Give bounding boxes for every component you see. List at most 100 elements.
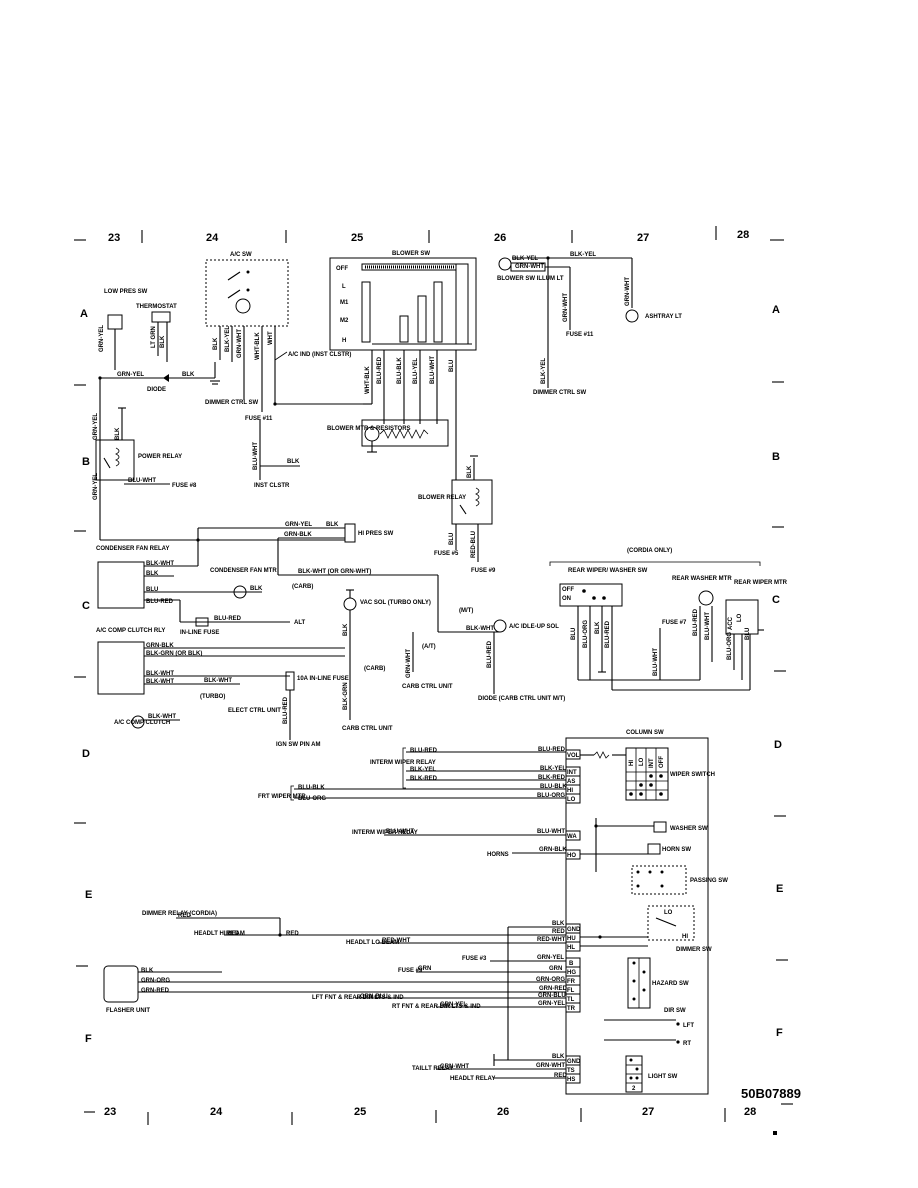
svg-text:FUSE #9: FUSE #9 — [398, 968, 423, 974]
svg-text:GRN: GRN — [549, 966, 562, 972]
row-left-D: D — [82, 748, 90, 760]
blower-wires: WHT-BLK BLU-RED BLU-BLK BLU-YEL BLU-WHT … — [363, 356, 457, 480]
svg-text:GRN-BLU: GRN-BLU — [538, 993, 566, 999]
col-bottom-23: 23 — [104, 1106, 116, 1118]
svg-text:FUSE #8: FUSE #8 — [172, 483, 197, 489]
svg-text:HI: HI — [629, 760, 635, 766]
svg-text:CONDENSER FAN RELAY: CONDENSER FAN RELAY — [96, 546, 169, 552]
svg-text:BLK: BLK — [552, 921, 565, 927]
thermostat: THERMOSTAT LT GRN BLK — [136, 304, 177, 362]
svg-text:GRN-ORG: GRN-ORG — [536, 977, 565, 983]
svg-text:RED: RED — [554, 1073, 567, 1079]
svg-text:BLU-ORG: BLU-ORG — [537, 793, 565, 799]
svg-text:BLK: BLK — [467, 465, 473, 478]
frt-wiper-mtr: FRT WIPER MTR BLU-BLK BLU-BLK BLU-ORG BL… — [258, 784, 567, 802]
svg-text:BLU-RED: BLU-RED — [214, 616, 242, 622]
svg-text:BLU-RED: BLU-RED — [487, 640, 493, 668]
svg-text:GRN-YEL: GRN-YEL — [285, 522, 312, 528]
col-top-23: 23 — [108, 232, 120, 244]
svg-text:DIMMER RELAY (CORDIA): DIMMER RELAY (CORDIA) — [142, 911, 217, 917]
ac-idle-up-sol: A/C IDLE-UP SOL BLU-RED DIODE (CARB CTRL… — [478, 619, 565, 702]
svg-text:10A IN-LINE FUSE: 10A IN-LINE FUSE — [297, 676, 349, 682]
svg-text:A/C COMP CLUTCH RLY: A/C COMP CLUTCH RLY — [96, 628, 165, 634]
svg-text:BLK: BLK — [141, 968, 154, 974]
row-right-C: C — [772, 594, 780, 606]
svg-text:RED-WHT: RED-WHT — [537, 937, 566, 943]
col-top-28: 28 — [737, 229, 749, 241]
svg-text:AS: AS — [567, 779, 575, 785]
svg-text:FL: FL — [567, 988, 575, 994]
row-left-B: B — [82, 456, 90, 468]
svg-text:(CORDIA ONLY): (CORDIA ONLY) — [627, 548, 672, 554]
svg-text:RED: RED — [226, 931, 239, 937]
interm-wiper-relay: INTERM WIPER RELAY BLU-RED BLU-RED BLK-Y… — [370, 747, 566, 789]
row-right-B: B — [772, 451, 780, 463]
svg-text:BLK-RED: BLK-RED — [410, 776, 438, 782]
svg-text:BLU-ORG: BLU-ORG — [727, 632, 733, 660]
svg-text:M1: M1 — [340, 300, 349, 306]
svg-text:HI: HI — [682, 934, 688, 940]
svg-text:BLK-YEL: BLK-YEL — [540, 766, 566, 772]
svg-text:BLU-WHT: BLU-WHT — [430, 356, 436, 384]
svg-text:WHT: WHT — [268, 331, 274, 345]
svg-text:(CARB): (CARB) — [364, 666, 385, 672]
svg-text:PASSING SW: PASSING SW — [690, 878, 728, 884]
svg-text:BLK: BLK — [182, 372, 195, 378]
svg-text:CARB CTRL UNIT: CARB CTRL UNIT — [402, 684, 453, 690]
svg-text:GRN-YEL: GRN-YEL — [99, 325, 105, 352]
svg-text:GRN-WHT: GRN-WHT — [563, 293, 569, 322]
svg-text:GRN-YEL: GRN-YEL — [440, 1002, 467, 1008]
svg-text:HEADLT HI BEAM: HEADLT HI BEAM — [194, 931, 245, 937]
svg-text:HG: HG — [567, 970, 576, 976]
svg-text:INST CLSTR: INST CLSTR — [254, 483, 290, 489]
svg-text:TAILLT RELAY: TAILLT RELAY — [412, 1066, 453, 1072]
svg-text:FUSE #7: FUSE #7 — [662, 620, 687, 626]
svg-text:BLOWER SW ILLUM LT: BLOWER SW ILLUM LT — [497, 276, 564, 282]
grn-yel-diode: GRN-YEL BLK DIODE — [98, 362, 220, 420]
svg-text:ON: ON — [562, 596, 571, 602]
svg-text:HL: HL — [567, 945, 575, 951]
svg-text:IN-LINE FUSE: IN-LINE FUSE — [180, 630, 219, 636]
svg-text:TS: TS — [567, 1068, 575, 1074]
col-bottom-26: 26 — [497, 1106, 509, 1118]
svg-text:REAR WIPER/ WASHER SW: REAR WIPER/ WASHER SW — [568, 568, 648, 574]
headlights: DIMMER RELAY (CORDIA) RED HEADLT HI BEAM… — [142, 911, 566, 946]
svg-text:HO: HO — [567, 853, 576, 859]
blower-mtr: BLOWER MTR & RESISTORS — [327, 419, 449, 453]
cordia-rear-wiper: (CORDIA ONLY) REAR WIPER/ WASHER SW OFF … — [549, 548, 788, 691]
svg-text:BLU-WHT: BLU-WHT — [386, 829, 414, 835]
hi-pres-sw: GRN-YEL BLK GRN-BLK HI PRES SW — [197, 522, 394, 575]
row-left-F: F — [85, 1033, 92, 1045]
flasher-unit: FLASHER UNIT BLK GRN-ORG GRN-ORG GRN-RED… — [103, 965, 568, 1014]
svg-text:BLK-YEL: BLK-YEL — [512, 256, 538, 262]
svg-text:BLK: BLK — [326, 522, 339, 528]
col-top-27: 27 — [637, 232, 649, 244]
row-right-D: D — [774, 739, 782, 751]
blower-relay: BLK BLOWER RELAY BLU RED-BLU FUSE #5 FUS… — [418, 455, 496, 574]
svg-text:FRT WIPER MTR: FRT WIPER MTR — [258, 794, 306, 800]
svg-text:H: H — [342, 338, 346, 344]
col-bottom-28: 28 — [744, 1106, 756, 1118]
svg-text:ALT: ALT — [294, 620, 306, 626]
svg-text:ACC: ACC — [728, 616, 734, 630]
svg-text:INT: INT — [567, 770, 577, 776]
svg-text:A/C IDLE-UP SOL: A/C IDLE-UP SOL — [509, 624, 559, 630]
svg-text:DIODE (CARB CTRL UNIT M/T): DIODE (CARB CTRL UNIT M/T) — [478, 696, 565, 702]
svg-text:GRN-WHT: GRN-WHT — [440, 1064, 469, 1070]
svg-text:BLU-WHT: BLU-WHT — [128, 478, 156, 484]
svg-text:GRN-BLU: GRN-BLU — [360, 994, 388, 1000]
svg-text:OFF: OFF — [659, 756, 665, 768]
svg-text:GRN-YEL: GRN-YEL — [537, 955, 564, 961]
svg-text:BLK-YEL: BLK-YEL — [410, 767, 436, 773]
svg-text:ASHTRAY LT: ASHTRAY LT — [645, 314, 682, 320]
svg-text:LT GRN: LT GRN — [151, 326, 157, 348]
svg-text:WA: WA — [567, 834, 577, 840]
svg-text:LO: LO — [639, 757, 645, 766]
low-pres-sw: LOW PRES SW GRN-YEL — [99, 289, 148, 370]
vac-sol: VAC SOL (TURBO ONLY) BLK BLK-GRN CARB CT… — [342, 589, 431, 732]
row-right-E: E — [776, 883, 783, 895]
svg-text:HORNS: HORNS — [487, 852, 509, 858]
svg-text:LIGHT SW: LIGHT SW — [648, 1074, 678, 1080]
col-top-26: 26 — [494, 232, 506, 244]
interm-wiper-relay-2: INTERM WIPER RELAY BLU-WHT BLU-WHT — [352, 829, 566, 836]
